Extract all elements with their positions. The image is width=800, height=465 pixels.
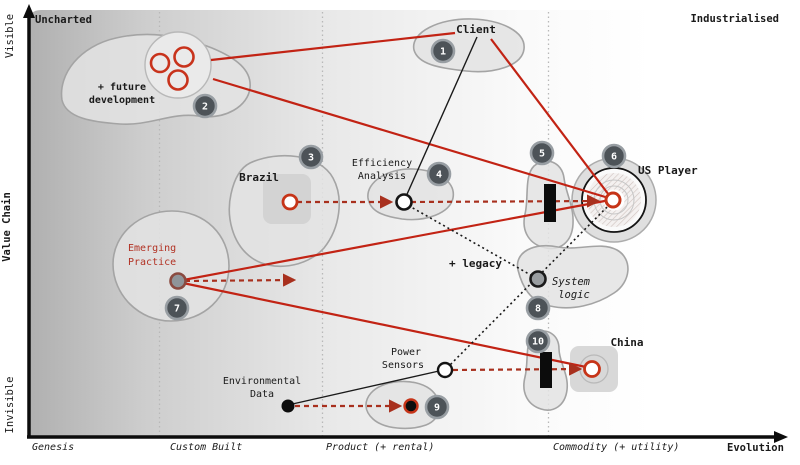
label-system-2: logic bbox=[558, 289, 590, 301]
label-emerging-2: Practice bbox=[128, 257, 176, 268]
arrow-emerging-movement bbox=[184, 273, 297, 287]
badge-3: 3 bbox=[308, 153, 314, 164]
node-9 bbox=[403, 398, 419, 414]
link-power-usplayer-dotted bbox=[446, 201, 613, 369]
label-invisible: Invisible bbox=[4, 377, 16, 434]
label-future-1: + future bbox=[98, 82, 146, 93]
arrow-power-china bbox=[452, 362, 583, 376]
badge-1: 1 bbox=[440, 47, 446, 58]
y-axis bbox=[23, 4, 35, 437]
label-stage-custom-built: Custom Built bbox=[170, 442, 242, 453]
label-env-1: Environmental bbox=[223, 376, 301, 387]
badge-9: 9 bbox=[434, 403, 440, 414]
label-future-2: development bbox=[89, 95, 155, 106]
label-industrialised: Industrialised bbox=[690, 13, 779, 25]
label-value-chain: Value Chain bbox=[1, 192, 13, 262]
label-legacy: + legacy bbox=[449, 257, 502, 270]
label-stage-product: Product (+ rental) bbox=[326, 442, 434, 453]
label-uncharted: Uncharted bbox=[35, 14, 92, 26]
badge-4: 4 bbox=[436, 170, 442, 181]
link-env-power bbox=[287, 370, 440, 406]
node-power-sensors bbox=[436, 361, 454, 379]
badge-10: 10 bbox=[532, 337, 544, 348]
future-option-circle-1 bbox=[149, 52, 171, 74]
blob-node9 bbox=[365, 380, 441, 430]
label-system-1: System bbox=[552, 276, 591, 288]
link-client-usplayer bbox=[490, 38, 613, 200]
link-emerging-usplayer bbox=[177, 198, 611, 283]
label-brazil: Brazil bbox=[239, 171, 279, 184]
node-us-player bbox=[604, 191, 622, 209]
label-efficiency-2: Analysis bbox=[358, 171, 406, 182]
label-stage-genesis: Genesis bbox=[32, 442, 74, 453]
label-us-player: US Player bbox=[638, 164, 698, 177]
label-emerging-1: Emerging bbox=[128, 243, 176, 254]
node-system-logic bbox=[529, 270, 547, 288]
node-china bbox=[583, 360, 601, 378]
badge-6: 6 bbox=[611, 152, 617, 163]
arrow-efficiency-usplayer bbox=[410, 194, 601, 208]
node-emerging bbox=[169, 272, 187, 290]
label-env-2: Data bbox=[250, 389, 274, 400]
blob-emerging bbox=[112, 210, 230, 322]
inertia-bar-5 bbox=[544, 184, 556, 222]
link-future-client bbox=[210, 31, 456, 62]
x-axis bbox=[27, 431, 788, 443]
label-efficiency-1: Efficiency bbox=[352, 158, 412, 169]
badges bbox=[164, 38, 627, 420]
label-stage-commodity: Commodity (+ utility) bbox=[553, 442, 679, 453]
badge-7: 7 bbox=[174, 304, 180, 315]
future-option-circle-3 bbox=[167, 69, 189, 91]
badge-5: 5 bbox=[539, 149, 545, 160]
badge-2: 2 bbox=[202, 102, 208, 113]
link-future-usplayer bbox=[212, 77, 613, 201]
node-brazil bbox=[281, 193, 299, 211]
badge-8: 8 bbox=[535, 304, 541, 315]
link-client-efficiency bbox=[403, 36, 478, 202]
future-option-circle-2 bbox=[173, 46, 195, 68]
node-environmental-data bbox=[281, 399, 295, 413]
node-efficiency bbox=[395, 193, 413, 211]
label-china: China bbox=[610, 336, 643, 349]
label-visible: Visible bbox=[4, 14, 16, 58]
link-emerging-china bbox=[177, 280, 587, 369]
inertia-bar-10 bbox=[540, 352, 552, 388]
label-evolution: Evolution bbox=[727, 442, 784, 454]
label-client: Client bbox=[456, 23, 496, 36]
label-power-2: Sensors bbox=[382, 360, 424, 371]
label-power-1: Power bbox=[391, 347, 421, 358]
link-efficiency-system-dotted bbox=[403, 202, 537, 279]
map-canvas bbox=[29, 10, 788, 437]
